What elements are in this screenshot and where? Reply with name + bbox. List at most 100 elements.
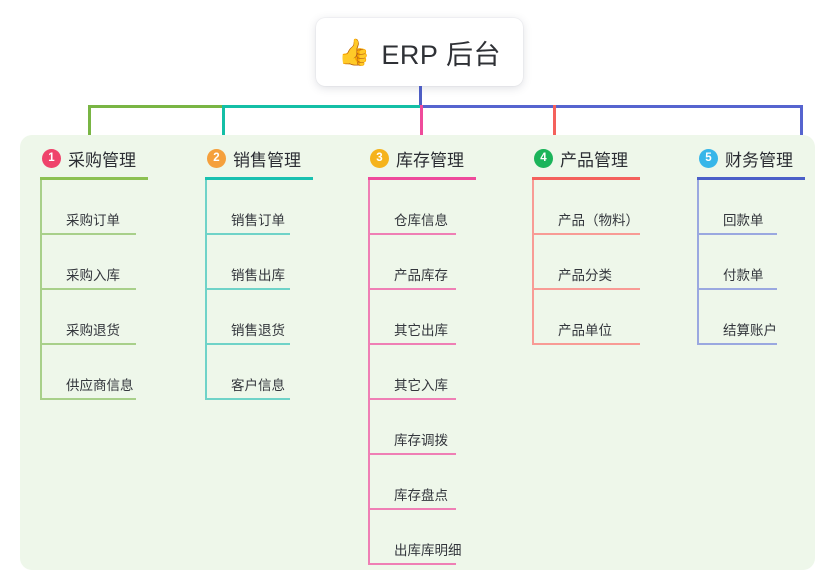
column-number-badge: 4 <box>534 148 553 168</box>
list-item[interactable]: 其它入库 <box>368 345 476 400</box>
item-underline <box>368 288 456 290</box>
list-item-label: 产品分类 <box>558 268 612 283</box>
item-underline <box>368 563 456 565</box>
root-node-card[interactable]: 👍 ERP 后台 <box>316 18 523 86</box>
list-item[interactable]: 销售退货 <box>205 290 313 345</box>
list-item[interactable]: 回款单 <box>697 180 805 235</box>
list-item[interactable]: 库存盘点 <box>368 455 476 510</box>
column-title: 库存管理 <box>396 150 464 170</box>
column-finance-management: 5 财务管理回款单付款单结算账户 <box>697 146 805 345</box>
list-item[interactable]: 产品分类 <box>532 235 640 290</box>
list-item-label: 销售出库 <box>231 268 285 283</box>
list-item[interactable]: 采购退货 <box>40 290 148 345</box>
item-spine <box>40 290 42 345</box>
list-item-label: 结算账户 <box>723 323 777 338</box>
column-header-finance-management[interactable]: 5 财务管理 <box>697 146 805 170</box>
item-spine <box>205 180 207 235</box>
item-spine <box>368 400 370 455</box>
column-header-product-management[interactable]: 4 产品管理 <box>532 146 640 170</box>
item-spine <box>40 180 42 235</box>
item-spine <box>40 345 42 400</box>
list-item-label: 产品库存 <box>394 268 448 283</box>
list-item[interactable]: 采购入库 <box>40 235 148 290</box>
column-underline <box>368 177 476 180</box>
item-spine <box>697 290 699 345</box>
list-item-label: 回款单 <box>723 213 764 228</box>
connector-drop-finance <box>800 105 803 146</box>
column-header-purchase-management[interactable]: 1 采购管理 <box>40 146 148 170</box>
list-item-label: 采购退货 <box>66 323 120 338</box>
column-title: 采购管理 <box>68 150 136 170</box>
item-spine <box>368 510 370 565</box>
column-title: 产品管理 <box>560 150 628 170</box>
list-item-label: 供应商信息 <box>66 378 134 393</box>
list-item-label: 库存调拨 <box>394 433 448 448</box>
item-underline <box>205 233 290 235</box>
connector-bus-purple <box>420 105 801 108</box>
column-inventory-management: 3 库存管理仓库信息产品库存其它出库其它入库库存调拨库存盘点出库库明细 <box>368 146 476 565</box>
list-item[interactable]: 库存调拨 <box>368 400 476 455</box>
column-number-badge: 2 <box>207 148 226 168</box>
item-underline <box>205 288 290 290</box>
list-item[interactable]: 付款单 <box>697 235 805 290</box>
column-items-finance-management: 回款单付款单结算账户 <box>697 180 805 345</box>
item-spine <box>368 455 370 510</box>
column-underline <box>205 177 313 180</box>
item-underline <box>40 343 136 345</box>
list-item[interactable]: 供应商信息 <box>40 345 148 400</box>
list-item[interactable]: 其它出库 <box>368 290 476 345</box>
item-spine <box>205 345 207 400</box>
item-spine <box>368 290 370 345</box>
item-underline <box>368 343 456 345</box>
list-item-label: 库存盘点 <box>394 488 448 503</box>
list-item-label: 付款单 <box>723 268 764 283</box>
column-header-inventory-management[interactable]: 3 库存管理 <box>368 146 476 170</box>
item-spine <box>205 290 207 345</box>
list-item-label: 出库库明细 <box>394 543 462 558</box>
column-title: 财务管理 <box>725 150 793 170</box>
list-item[interactable]: 产品（物料） <box>532 180 640 235</box>
list-item-label: 销售退货 <box>231 323 285 338</box>
column-items-inventory-management: 仓库信息产品库存其它出库其它入库库存调拨库存盘点出库库明细 <box>368 180 476 565</box>
content-panel <box>20 135 815 570</box>
list-item[interactable]: 产品单位 <box>532 290 640 345</box>
item-underline <box>205 343 290 345</box>
item-spine <box>368 345 370 400</box>
column-items-product-management: 产品（物料） 产品分类产品单位 <box>532 180 640 345</box>
item-spine <box>40 235 42 290</box>
item-spine <box>532 235 534 290</box>
column-number-badge: 3 <box>370 148 389 168</box>
list-item[interactable]: 产品库存 <box>368 235 476 290</box>
connector-bus-teal <box>222 105 420 108</box>
item-underline <box>697 233 777 235</box>
column-number-badge: 5 <box>699 148 718 168</box>
item-underline <box>532 288 640 290</box>
list-item[interactable]: 销售订单 <box>205 180 313 235</box>
item-spine <box>532 180 534 235</box>
column-underline <box>697 177 805 180</box>
list-item[interactable]: 仓库信息 <box>368 180 476 235</box>
column-items-purchase-management: 采购订单采购入库采购退货供应商信息 <box>40 180 148 400</box>
column-product-management: 4 产品管理产品（物料） 产品分类产品单位 <box>532 146 640 345</box>
item-underline <box>40 288 136 290</box>
item-underline <box>532 233 640 235</box>
list-item[interactable]: 结算账户 <box>697 290 805 345</box>
column-number-badge: 1 <box>42 148 61 168</box>
list-item-label: 其它入库 <box>394 378 448 393</box>
item-underline <box>205 398 290 400</box>
list-item-label: 采购入库 <box>66 268 120 283</box>
item-spine <box>697 235 699 290</box>
connector-drop-purchase <box>88 105 91 146</box>
list-item[interactable]: 客户信息 <box>205 345 313 400</box>
list-item[interactable]: 采购订单 <box>40 180 148 235</box>
item-spine <box>697 180 699 235</box>
item-spine <box>532 290 534 345</box>
item-underline <box>368 398 456 400</box>
item-underline <box>368 233 456 235</box>
connector-bus-green <box>88 105 222 108</box>
list-item[interactable]: 销售出库 <box>205 235 313 290</box>
list-item[interactable]: 出库库明细 <box>368 510 476 565</box>
